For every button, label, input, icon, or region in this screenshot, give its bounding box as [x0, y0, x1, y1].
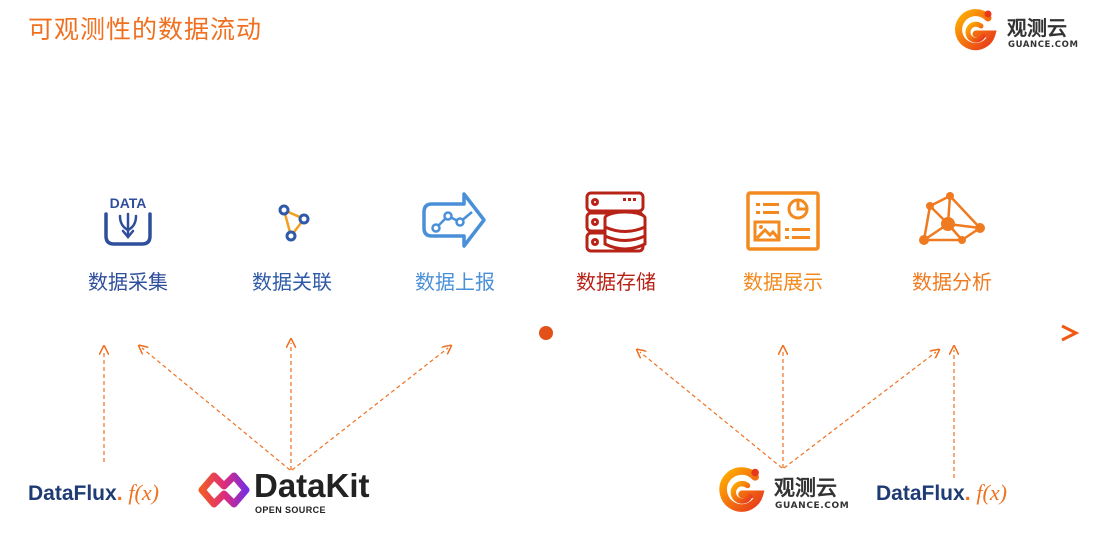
dataflux-logo-left: DataFlux. f(x): [28, 480, 159, 505]
brand-name-cn: 观测云: [1007, 16, 1067, 40]
step-data-display: 数据展示: [713, 190, 853, 294]
guance-logo-icon: [719, 467, 765, 512]
step-data-correlation: 数据关联: [222, 190, 362, 294]
guance-logo-top: 观测云 GUANCE.COM: [952, 8, 1088, 54]
timeline-arrowhead: [1061, 324, 1080, 342]
dashboard-icon: [746, 191, 820, 251]
dataflux-logo-right: DataFlux. f(x): [876, 480, 1007, 505]
dataflux-name: DataFlux: [28, 482, 117, 505]
arrow-datakit-collect: [142, 348, 291, 471]
dataflux-name: DataFlux: [876, 482, 965, 505]
datakit-logo: DataKit OPEN SOURCE: [198, 467, 398, 518]
data-report-icon: [422, 192, 486, 248]
step-label: 数据存储: [576, 270, 656, 294]
datakit-subtitle: OPEN SOURCE: [255, 505, 326, 515]
svg-text:DATA: DATA: [110, 195, 147, 211]
step-label: 数据上报: [415, 270, 495, 294]
arrow-guance-analysis: [783, 352, 936, 469]
arrow-datakit-report: [291, 348, 448, 471]
brand-name-cn: 观测云: [774, 476, 837, 500]
step-data-collection: DATA 数据采集: [58, 190, 198, 294]
dataflux-function-label: f(x): [976, 480, 1007, 505]
network-analysis-icon: [919, 192, 985, 245]
datakit-name: DataKit: [254, 467, 370, 504]
datakit-logo-icon: [198, 472, 250, 508]
step-data-report: 数据上报: [385, 190, 525, 294]
page-title: 可观测性的数据流动: [28, 15, 263, 44]
guance-logo-icon: [955, 9, 997, 51]
timeline-midpoint: [539, 326, 553, 340]
brand-domain: GUANCE.COM: [1008, 40, 1079, 50]
data-correlation-icon: [278, 204, 310, 242]
step-data-analysis: 数据分析: [882, 190, 1022, 294]
dataflux-function-label: f(x): [128, 480, 159, 505]
database-icon: [585, 191, 647, 253]
guance-logo-bottom: 观测云 GUANCE.COM: [716, 466, 866, 516]
arrow-guance-storage: [640, 352, 783, 469]
data-collect-icon: DATA: [104, 195, 152, 246]
step-label: 数据分析: [912, 270, 992, 294]
step-label: 数据采集: [88, 270, 168, 294]
step-data-storage: 数据存储: [546, 190, 686, 294]
step-label: 数据展示: [743, 270, 823, 294]
step-label: 数据关联: [252, 270, 332, 294]
brand-domain: GUANCE.COM: [775, 501, 850, 511]
